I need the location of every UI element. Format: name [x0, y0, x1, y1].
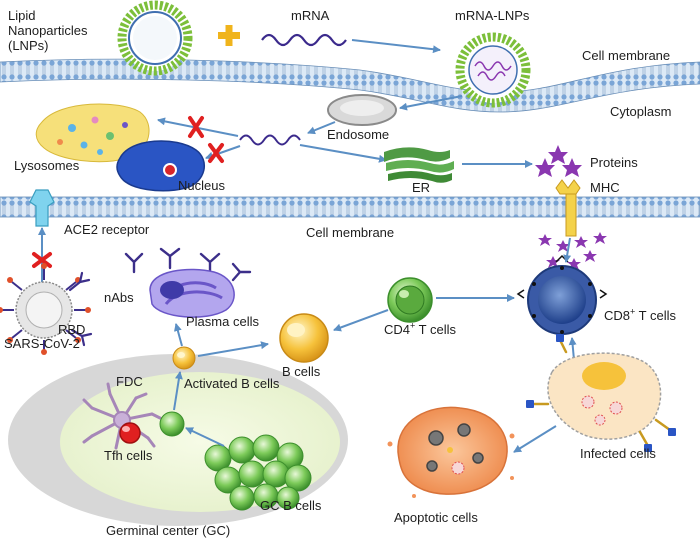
label-lnps: Lipid Nanoparticles (LNPs) — [8, 8, 88, 53]
arrow-infected-to-cd8 — [568, 337, 577, 361]
cd8-t-cell — [516, 254, 608, 335]
label-tfh-cells: Tfh cells — [104, 448, 153, 463]
label-rbd: RBD — [58, 322, 86, 337]
released-mrna-strand — [239, 134, 301, 146]
apoptotic-cell — [387, 406, 515, 498]
arrow-selected-to-activated — [173, 371, 183, 411]
arrow-lnp-to-endosome — [399, 95, 463, 111]
endoplasmic-reticulum — [384, 147, 454, 183]
lysosome — [35, 103, 150, 163]
label-er: ER — [412, 180, 431, 195]
label-mhc: MHC — [590, 180, 620, 195]
arrow-endosome-to-mrna — [307, 121, 336, 135]
protein-star-icon — [535, 145, 582, 177]
infected-cell — [547, 352, 662, 440]
arrow-infected-to-apoptotic — [513, 425, 557, 453]
blocked-x-icon — [208, 143, 224, 163]
arrow-activated-to-plasma — [173, 323, 183, 347]
cd4-sup: + — [410, 320, 416, 331]
label-infected-cells: Infected cells — [580, 446, 656, 461]
cd8-suffix: T cells — [635, 308, 676, 323]
endosome — [327, 94, 397, 126]
mhc-icon — [532, 338, 672, 448]
label-endosome: Endosome — [327, 127, 390, 142]
label-apoptotic-cells: Apoptotic cells — [394, 510, 478, 525]
label-nucleus: Nucleus — [178, 178, 225, 193]
arrow-cd4-to-bcells — [333, 309, 389, 332]
tfh-cell — [119, 422, 141, 444]
arrow-gc-b-to-selected — [185, 427, 225, 447]
gc-b-cells-cluster — [204, 434, 312, 511]
label-nabs: nAbs — [104, 290, 134, 305]
label-cell-membrane-bottom: Cell membrane — [306, 225, 395, 240]
mrna-lnp-particle — [455, 32, 531, 108]
label-lysosomes: Lysosomes — [14, 158, 80, 173]
label-germinal-center: Germinal center (GC) — [106, 523, 231, 538]
label-mrna: mRNA — [291, 8, 330, 23]
antibody-icon — [68, 271, 93, 347]
arrow-activated-to-bcells — [197, 341, 269, 357]
label-cytoplasm: Cytoplasm — [610, 104, 672, 119]
activated-b-cell — [172, 346, 196, 370]
gc-selected-cell — [159, 411, 185, 437]
cd4-text: CD4 — [384, 322, 411, 337]
label-ace2-receptor: ACE2 receptor — [64, 222, 150, 237]
label-activated-b-cells: Activated B cells — [184, 376, 280, 391]
plasma-cell — [149, 268, 235, 318]
label-mrna-lnps: mRNA-LNPs — [455, 8, 530, 23]
cd4-suffix: T cells — [415, 322, 456, 337]
receptor-icon — [29, 189, 55, 227]
lnp-particle — [117, 0, 193, 76]
fdc-cell — [82, 382, 162, 450]
arrow-mrna-to-er — [299, 144, 387, 163]
label-b-cells: B cells — [282, 364, 321, 379]
blocked-x-icon — [188, 116, 204, 138]
arrow-mhc-to-cd8 — [563, 237, 572, 263]
arrow-mrna-to-lnp — [351, 39, 441, 54]
label-gc-b-cells: GC B cells — [260, 498, 322, 513]
b-cell — [279, 313, 329, 363]
nucleus — [116, 140, 206, 192]
label-fdc: FDC — [116, 374, 143, 389]
label-plasma-cells: Plasma cells — [186, 314, 259, 329]
blocked-x-icon — [32, 252, 52, 268]
cell-membrane-top — [0, 58, 700, 113]
protein-star-icon — [538, 232, 607, 270]
mhc-icon — [555, 179, 581, 237]
plus-icon — [218, 25, 240, 46]
cd8-sup: + — [630, 306, 636, 317]
label-sars-cov-2: SARS-CoV-2 — [4, 336, 80, 351]
label-cd8-t-cells: CD8+ T cells — [604, 306, 676, 323]
virus-icon — [0, 263, 91, 355]
label-cell-membrane-top: Cell membrane — [582, 48, 671, 63]
mrna-strand — [261, 33, 347, 47]
cd8-text: CD8 — [604, 308, 631, 323]
cd4-t-cell — [387, 277, 433, 323]
label-cd4-t-cells: CD4+ T cells — [384, 320, 456, 337]
cell-membrane-bottom — [0, 196, 700, 218]
label-proteins: Proteins — [590, 155, 638, 170]
